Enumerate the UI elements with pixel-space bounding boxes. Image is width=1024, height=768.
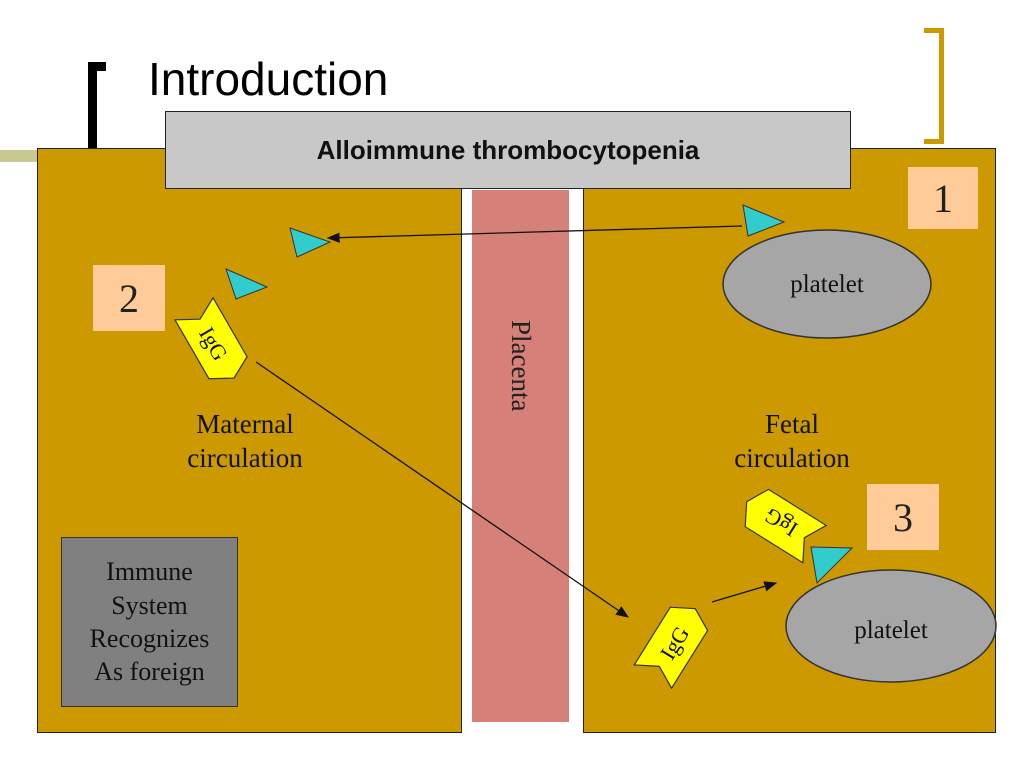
- fetal-label-line1: Fetal: [765, 409, 819, 439]
- header-bar: Alloimmune thrombocytopenia: [165, 111, 851, 189]
- immune-system-box: Immune System Recognizes As foreign: [61, 537, 238, 707]
- placenta-bar: [472, 190, 569, 722]
- maternal-label-line2: circulation: [187, 442, 303, 473]
- fetal-circulation-label: Fetal circulation: [712, 408, 872, 476]
- arrow-igg-across-placenta: [255, 361, 630, 618]
- platelet-top-label: platelet: [790, 271, 864, 298]
- left-bracket: [88, 62, 106, 148]
- maternal-circulation-label: Maternal circulation: [160, 408, 330, 476]
- platelet-bottom: [785, 569, 997, 683]
- arrow-antigen-to-mother: [326, 225, 743, 243]
- immune-line2: System: [111, 590, 188, 620]
- maternal-label-line1: Maternal: [196, 409, 294, 439]
- immune-line1: Immune: [106, 557, 193, 587]
- placenta-label: Placenta: [506, 320, 536, 412]
- antigen-floating-1: [289, 227, 332, 258]
- immune-line4: As foreign: [94, 657, 205, 687]
- igg-antibody-bound: IgG: [744, 488, 828, 564]
- right-bracket: [924, 28, 944, 144]
- antigen-bound: [810, 546, 854, 585]
- fetal-label-line2: circulation: [734, 442, 850, 473]
- platelet-top: [722, 229, 932, 339]
- antigen-on-platelet: [742, 204, 786, 237]
- step-1-badge: 1: [908, 167, 978, 229]
- slide-title: Introduction: [148, 53, 389, 105]
- antigen-floating-2: [225, 268, 269, 300]
- immune-line3: Recognizes: [89, 624, 210, 653]
- step-2-badge: 2: [93, 265, 165, 331]
- igg-antibody-maternal: IgG: [173, 296, 248, 380]
- igg-antibody-crossing: IgG: [633, 606, 709, 690]
- step-3-badge: 3: [867, 484, 939, 550]
- platelet-bottom-label: platelet: [854, 617, 928, 644]
- arrow-igg-to-platelet: [711, 581, 778, 603]
